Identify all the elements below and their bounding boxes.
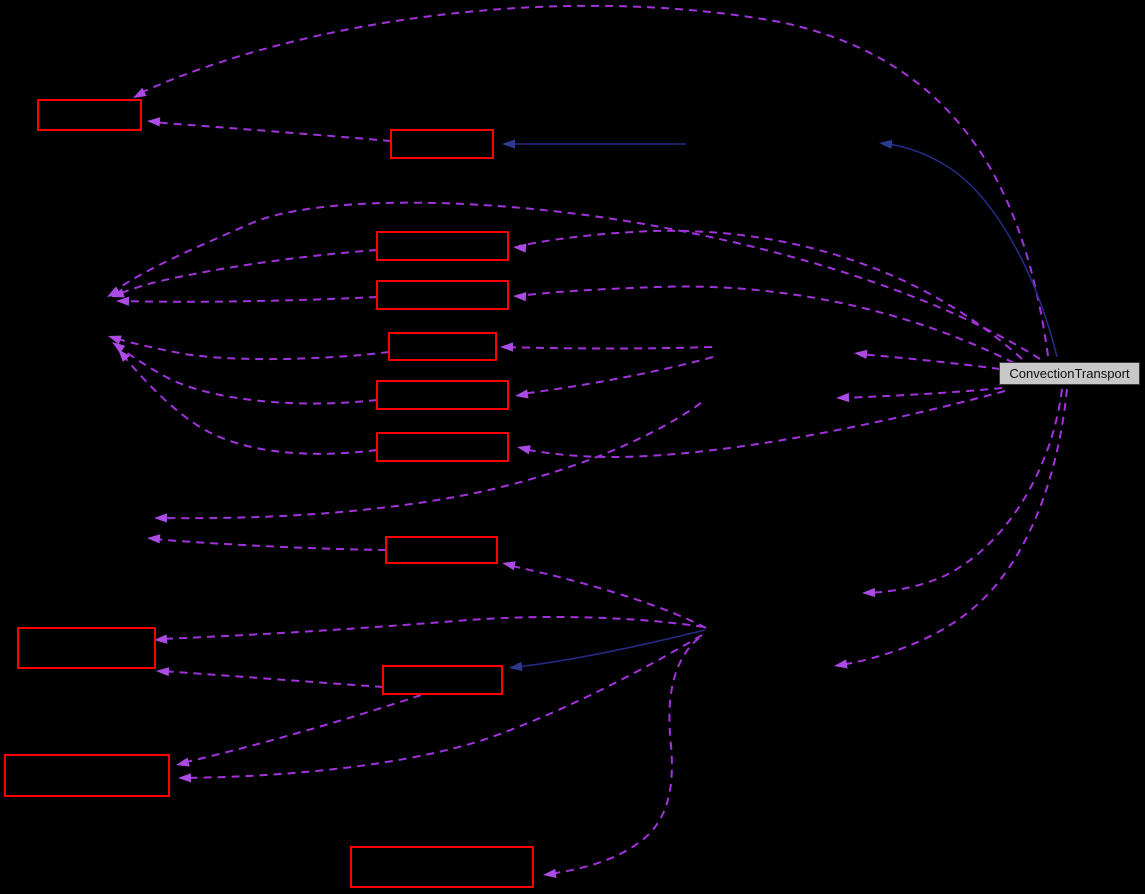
class-node-box[interactable] <box>388 332 497 361</box>
class-node-box[interactable] <box>376 231 509 261</box>
inheritance-edge <box>887 143 1058 358</box>
usage-edge <box>159 402 702 520</box>
usage-edge <box>116 345 378 405</box>
usage-edge <box>506 564 707 629</box>
arrowhead <box>513 292 527 302</box>
arrowhead <box>502 561 516 571</box>
usage-edge <box>840 387 1003 399</box>
usage-edge <box>504 346 713 350</box>
class-node-box[interactable] <box>17 627 156 669</box>
usage-edge <box>522 390 1006 459</box>
arrowhead <box>862 587 876 598</box>
arrowhead <box>836 392 850 403</box>
usage-edge <box>160 670 384 688</box>
usage-edge <box>183 634 703 779</box>
arrowhead <box>854 349 868 359</box>
usage-edge <box>151 538 387 551</box>
class-node-box[interactable] <box>376 432 509 462</box>
usage-edge <box>137 4 1049 357</box>
arrowhead <box>147 534 161 544</box>
usage-edge <box>866 388 1063 594</box>
usage-edge <box>122 354 378 455</box>
class-node-box[interactable] <box>37 99 142 131</box>
arrowhead <box>112 342 126 354</box>
usage-edge <box>111 201 1041 360</box>
arrowhead <box>147 117 161 127</box>
usage-edge <box>518 285 1015 364</box>
arrowhead <box>178 773 192 783</box>
arrowhead <box>500 342 513 352</box>
class-node-box[interactable] <box>382 665 503 695</box>
class-node-box[interactable] <box>385 536 498 564</box>
class-node-box[interactable] <box>376 280 509 310</box>
arrowhead <box>154 634 168 644</box>
usage-edge <box>548 637 700 875</box>
arrowhead <box>543 868 557 878</box>
class-node-box[interactable] <box>4 754 170 797</box>
usage-edge <box>115 249 378 296</box>
usage-edge <box>151 121 392 142</box>
usage-edge <box>113 337 390 361</box>
arrowhead <box>154 513 167 523</box>
arrowhead <box>111 288 125 298</box>
arrowhead <box>502 139 515 149</box>
usage-edge <box>839 388 1068 666</box>
arrowhead <box>133 87 147 98</box>
arrowhead <box>879 139 893 149</box>
convection-transport-label: ConvectionTransport <box>1009 366 1130 381</box>
usage-edge <box>518 229 1023 360</box>
usage-edge <box>159 616 705 640</box>
usage-edge <box>181 694 422 764</box>
arrowhead <box>176 757 190 767</box>
arrowhead <box>517 445 531 455</box>
usage-edge <box>859 353 1001 370</box>
class-node-box[interactable] <box>376 380 509 410</box>
class-node-box[interactable] <box>390 129 494 159</box>
arrowhead <box>513 243 527 253</box>
arrowhead <box>515 389 529 399</box>
arrowhead <box>118 349 130 362</box>
arrowhead <box>116 296 130 306</box>
arrowhead <box>834 659 848 669</box>
usage-edge <box>520 356 714 395</box>
class-node-box[interactable] <box>350 846 534 888</box>
usage-edge <box>121 296 378 303</box>
convection-transport-node[interactable]: ConvectionTransport <box>999 362 1140 385</box>
arrowhead <box>156 667 170 677</box>
inheritance-edge <box>515 629 706 668</box>
arrowhead <box>108 335 122 345</box>
arrowhead <box>509 661 523 671</box>
